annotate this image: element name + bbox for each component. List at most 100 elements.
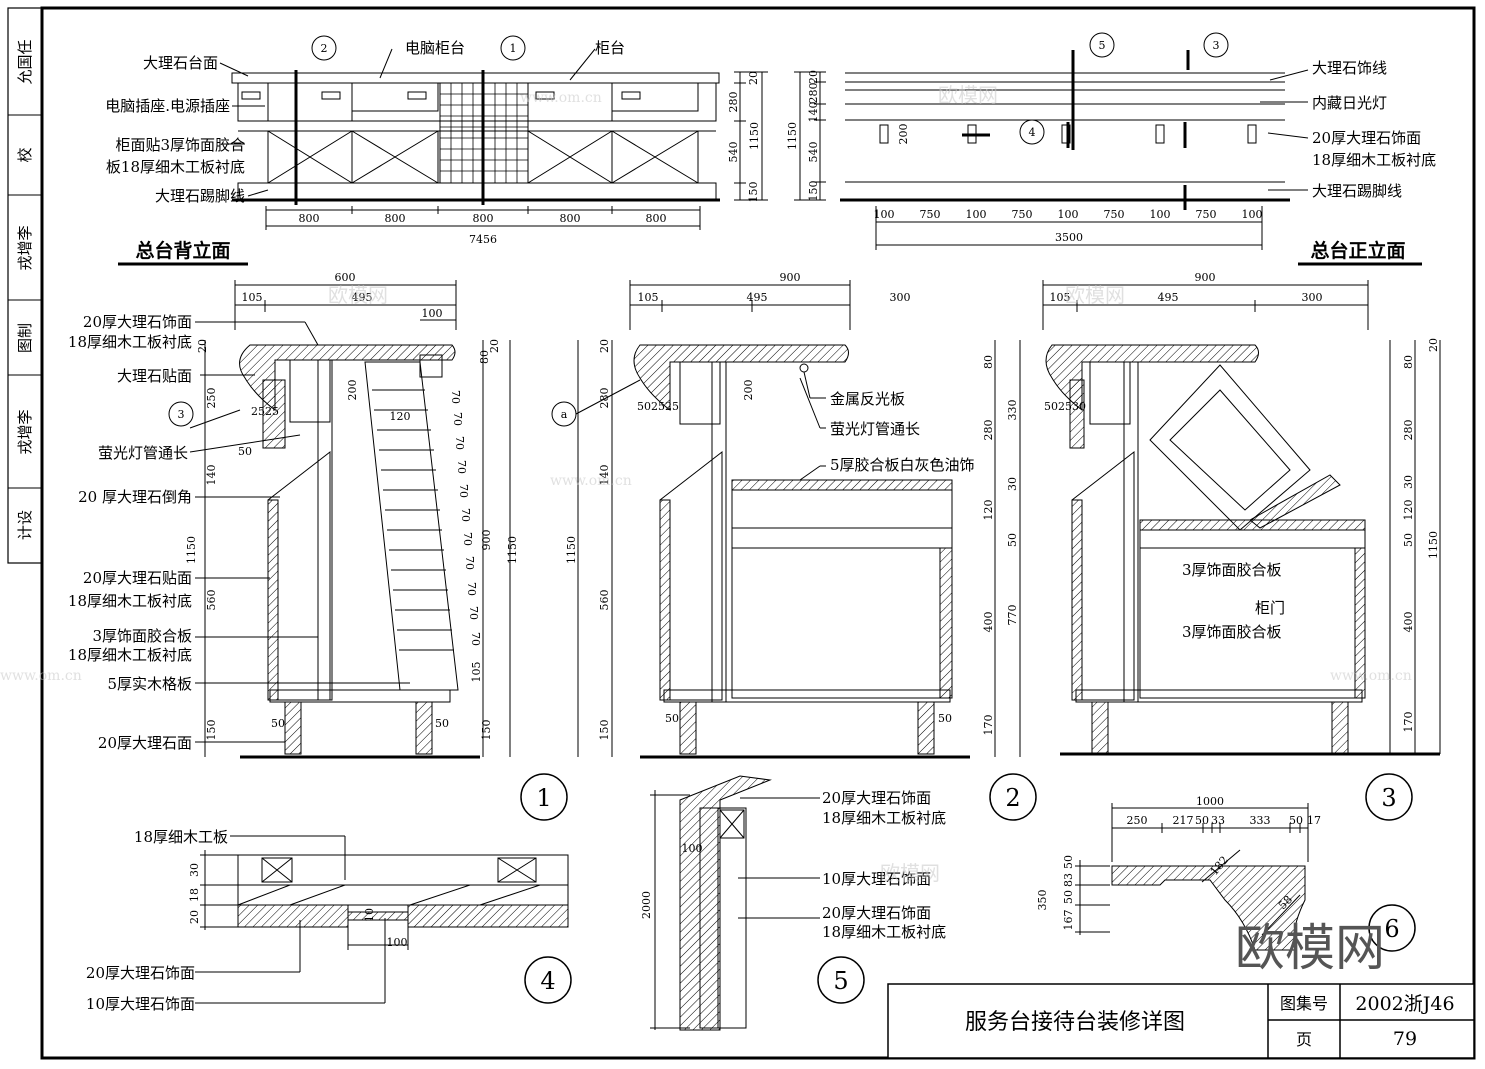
back-label-face-1: 柜面贴3厚饰面胶合 xyxy=(115,136,245,154)
s1-label-lamp: 萤光灯管通长 xyxy=(98,444,188,462)
s1-callout-3: 3 xyxy=(178,408,185,421)
svg-text:70: 70 xyxy=(465,582,478,596)
s2-dim-280: 280 xyxy=(598,388,611,409)
atlas-label: 图集号 xyxy=(1280,994,1328,1013)
s1-dim-495: 495 xyxy=(352,291,373,304)
s2-label-plywood: 5厚胶合板白灰色油饰 xyxy=(830,456,975,474)
back-label-counter: 柜台 xyxy=(595,39,625,57)
front-label-lamp: 内藏日光灯 xyxy=(1312,94,1387,112)
back-label-skirting: 大理石踢脚线 xyxy=(155,187,245,205)
d4-label-board: 18厚细木工板 xyxy=(134,828,228,846)
s1-dim-250: 250 xyxy=(205,388,218,409)
s1-dim-1150-l: 1150 xyxy=(185,536,198,564)
s1-dim-50-bl: 50 xyxy=(271,717,285,730)
d5-label-marble-10: 10厚大理石饰面 xyxy=(822,870,931,888)
svg-text:70: 70 xyxy=(449,390,462,404)
svg-text:欧模网: 欧模网 xyxy=(938,83,998,107)
back-rdim-20: 20 xyxy=(747,71,760,85)
d6-ldim-350: 350 xyxy=(1036,890,1049,911)
d6-dim-50-r: 50 xyxy=(1289,814,1303,827)
s2-dim-495: 495 xyxy=(747,291,768,304)
svg-text:70: 70 xyxy=(459,508,472,522)
back-rdim-1150: 1150 xyxy=(748,122,761,150)
svg-text:70: 70 xyxy=(463,556,476,570)
s1-dim-50: 50 xyxy=(238,445,252,458)
s3-dim-105: 105 xyxy=(1050,291,1071,304)
d6-dim-50: 50 xyxy=(1195,814,1209,827)
back-dim-1: 800 xyxy=(299,212,320,225)
front-dim-9: 100 xyxy=(1242,208,1263,221)
watermarks: 欧模网 欧模网 欧模网 www.om.cn www.om.cn www.om.c… xyxy=(0,83,1412,885)
s1-dim-1150-r: 1150 xyxy=(506,536,519,564)
s1-dim-140: 140 xyxy=(205,465,218,486)
front-ldim-1150: 1150 xyxy=(786,122,799,150)
s1-label-board-2: 18厚细木工板衬底 xyxy=(68,592,192,610)
s2-dim-1150: 1150 xyxy=(565,536,578,564)
s3-dim-280: 280 xyxy=(1402,420,1415,441)
front-dim-8: 750 xyxy=(1196,208,1217,221)
front-ldim-280: 280 xyxy=(807,83,820,104)
d4-dim-18: 18 xyxy=(188,888,201,902)
svg-text:欧模网: 欧模网 xyxy=(1065,283,1125,307)
s3-dim-900: 900 xyxy=(1195,271,1216,284)
s1-label-slat: 5厚实木格板 xyxy=(107,675,192,693)
back-label-face-2: 板18厚细木工板衬底 xyxy=(106,158,245,176)
d5-dim-2000: 2000 xyxy=(640,891,653,919)
d5-label-marble-1: 20厚大理石饰面 xyxy=(822,789,931,807)
d6-dim-333: 333 xyxy=(1250,814,1271,827)
s1-label-board-3: 18厚细木工板衬底 xyxy=(68,646,192,664)
s2-dim-120: 120 xyxy=(982,500,995,521)
sidebar-row-3: 戎增李 xyxy=(16,225,34,270)
detail-5: 2000 100 20厚大理石饰面 18厚细木工板衬底 10厚大理石饰面 20厚… xyxy=(640,775,946,1031)
s1-label-chamfer: 20 厚大理石倒角 xyxy=(78,488,192,506)
d6-ldim-167: 167 xyxy=(1062,910,1075,931)
s3-dim-400: 400 xyxy=(1402,612,1415,633)
s1-dim-105: 105 xyxy=(242,291,263,304)
back-label-counter-top: 大理石台面 xyxy=(143,54,218,72)
front-ldim-200: 200 xyxy=(897,124,910,145)
s3-dim-50: 50 xyxy=(1402,533,1415,547)
s2-dim-105: 105 xyxy=(638,291,659,304)
svg-text:70: 70 xyxy=(461,532,474,546)
d5-label-board-1: 18厚细木工板衬底 xyxy=(822,809,946,827)
s2-dim-80: 80 xyxy=(982,355,995,369)
s2-dim-330: 330 xyxy=(1006,400,1019,421)
d6-dim-17: 17 xyxy=(1307,814,1321,827)
section2-number: 2 xyxy=(1005,784,1020,812)
s2-label-lamp: 萤光灯管通长 xyxy=(830,420,920,438)
s3-dim-170: 170 xyxy=(1402,712,1415,733)
front-ldim-140: 140 xyxy=(807,102,820,123)
front-label-skirting: 大理石踢脚线 xyxy=(1312,182,1402,200)
sidebar-row-4: 图制 xyxy=(16,323,34,353)
s2-dim-170: 170 xyxy=(982,715,995,736)
svg-text:70: 70 xyxy=(467,606,480,620)
s1-dim-560: 560 xyxy=(205,590,218,611)
s2-dim-20: 20 xyxy=(598,339,611,353)
front-dim-7: 100 xyxy=(1150,208,1171,221)
back-label-socket: 电脑插座.电源插座 xyxy=(105,97,230,115)
s2-dim-502525: 502525 xyxy=(637,400,679,413)
back-rdim-150: 150 xyxy=(747,182,760,203)
back-dim-3: 800 xyxy=(473,212,494,225)
d6-ldim-50b: 50 xyxy=(1062,890,1075,904)
sidebar-row-5: 戎增李 xyxy=(16,409,34,454)
d6-dim-33: 33 xyxy=(1211,814,1225,827)
front-ldim-20: 20 xyxy=(807,70,820,84)
d6-dim-250: 250 xyxy=(1127,814,1148,827)
section-2: 900 105 495 300 金属反光板 萤光灯管通长 5厚胶合板白灰色油饰 … xyxy=(551,271,1037,821)
svg-text:70: 70 xyxy=(453,436,466,450)
d4-label-marble-20: 20厚大理石饰面 xyxy=(86,964,195,982)
back-rdim-280: 280 xyxy=(727,92,740,113)
s2-dim-300: 300 xyxy=(890,291,911,304)
svg-text:欧模网: 欧模网 xyxy=(880,861,940,885)
front-label-board: 18厚细木工板衬底 xyxy=(1312,151,1436,169)
s1-dim-20-l: 20 xyxy=(196,339,209,353)
s2-dim-140: 140 xyxy=(598,465,611,486)
front-dim-total: 3500 xyxy=(1055,231,1083,244)
s1-dim-200: 200 xyxy=(346,380,359,401)
front-elevation: 4 5 3 20 280 140 200 540 150 1150 100 75… xyxy=(786,32,1436,266)
s2-dim-900: 900 xyxy=(780,271,801,284)
section-3: 900 105 495 300 3厚饰面胶合板 柜门 3厚饰面胶合板 50253… xyxy=(1042,271,1441,821)
front-ldim-540: 540 xyxy=(807,142,820,163)
